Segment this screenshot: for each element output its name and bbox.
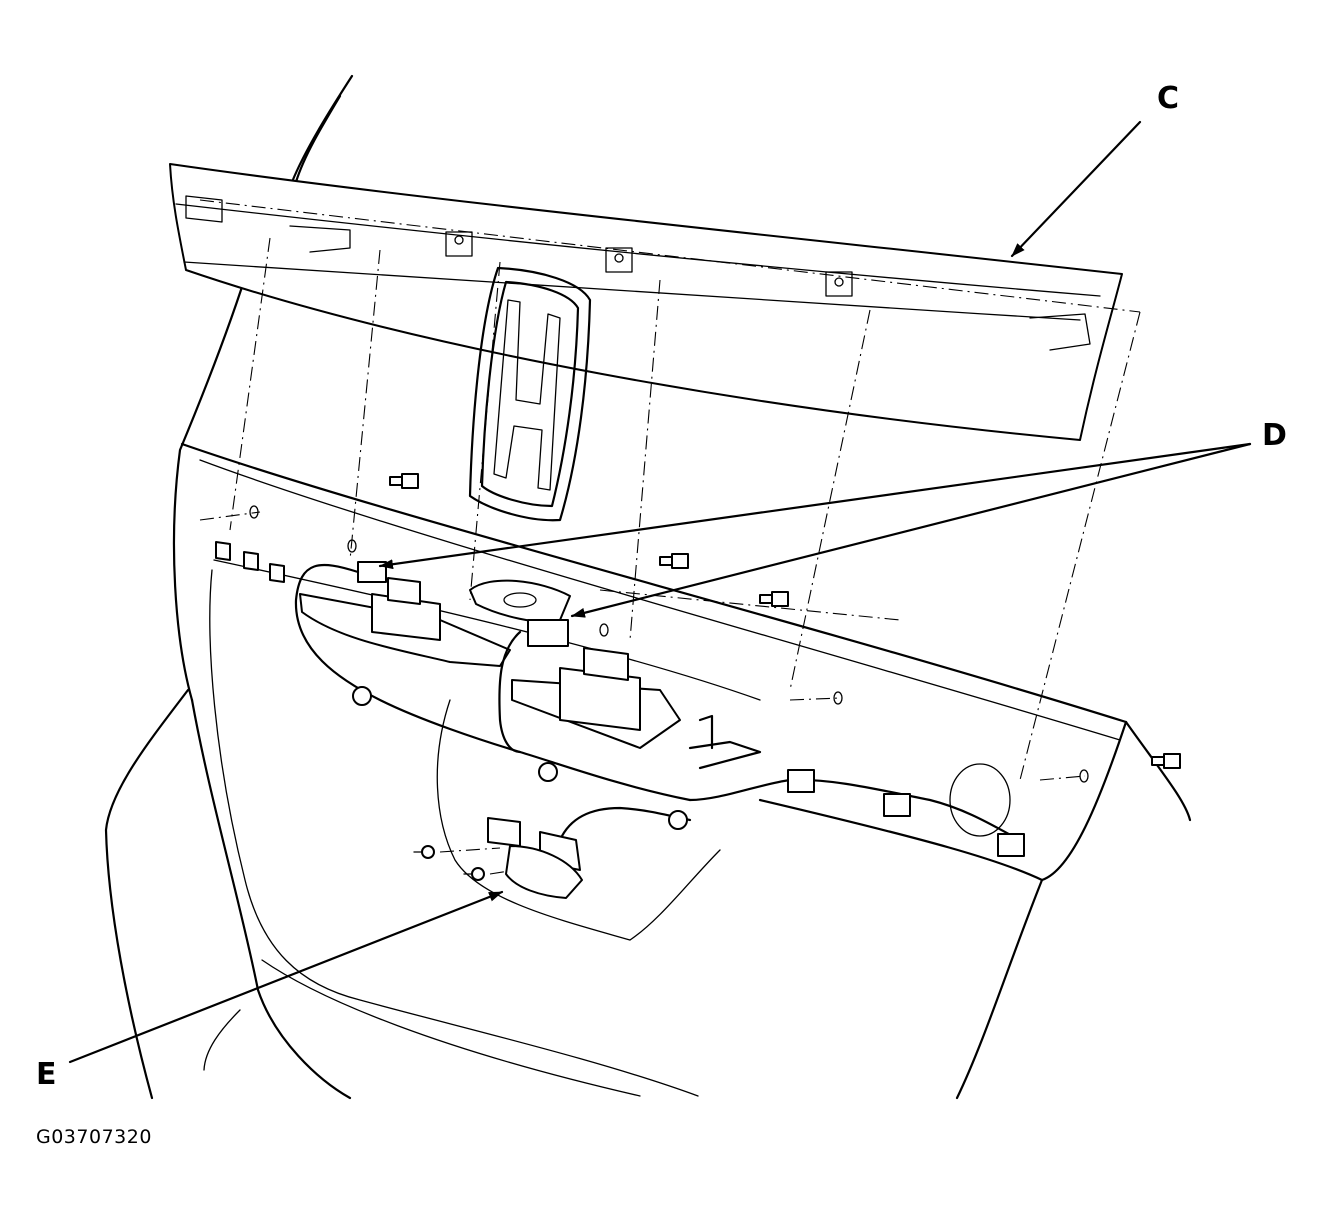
callout-leaders (68, 120, 1252, 1064)
connectors-d (357, 561, 569, 647)
mounting-holes (249, 505, 1089, 783)
honda-emblem (468, 266, 592, 522)
callout-label-d: D (1262, 418, 1287, 453)
bolt (1151, 753, 1181, 769)
leader-d2 (570, 442, 1252, 618)
lamp-bracket-assembly (215, 541, 681, 749)
tailgate-outline (104, 74, 1192, 1100)
callout-label-c: C (1157, 81, 1180, 116)
bolts (389, 473, 1181, 881)
screw (413, 845, 435, 859)
wiring-harness (294, 563, 1025, 899)
bolt (389, 473, 419, 489)
clips (352, 686, 688, 830)
leader-c (1010, 120, 1142, 258)
rear-spoiler (169, 163, 1123, 441)
callout-label-e: E (36, 1057, 57, 1092)
screw (463, 867, 485, 881)
bolt (759, 591, 789, 607)
bolt (659, 553, 689, 569)
leader-e (68, 890, 504, 1064)
leader-d1 (378, 442, 1252, 570)
figure-id: G03707320 (36, 1126, 152, 1148)
